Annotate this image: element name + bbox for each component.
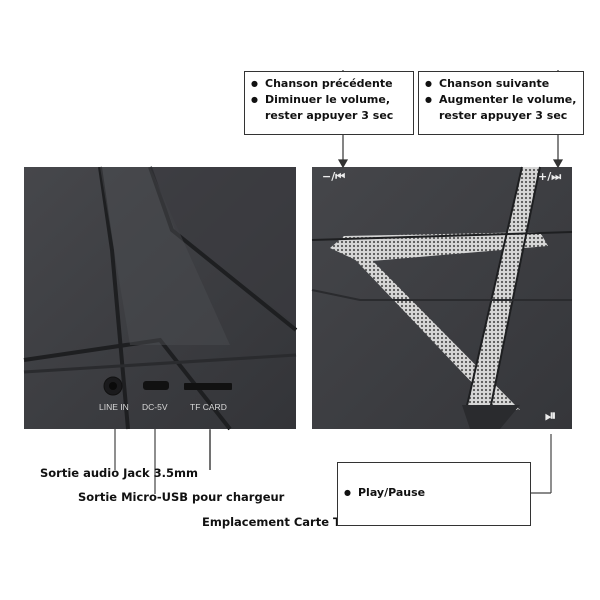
micro-usb-port <box>143 381 169 390</box>
tf-card-slot <box>184 383 232 390</box>
callout-next: Chanson suivante Augmenter le volume, re… <box>418 71 584 135</box>
callout-play-pause-item: Play/Pause <box>344 485 524 501</box>
callout-play-pause: Play/Pause <box>337 462 531 526</box>
jack-output-label: Sortie audio Jack 3.5mm <box>40 466 198 480</box>
play-pause-icon[interactable]: ⏯ <box>545 408 557 424</box>
bottom-connectors <box>114 429 211 494</box>
dc-label: DC-5V <box>142 402 168 412</box>
previous-track-icon[interactable]: −/⏮ <box>322 170 346 183</box>
speaker-front-view <box>311 166 573 429</box>
callout-previous: Chanson précédente Diminuer le volume, r… <box>244 71 414 135</box>
callout-previous-item-1: Chanson précédente <box>251 76 407 92</box>
ports-panel <box>103 376 232 396</box>
callout-previous-item-2: Diminuer le volume, rester appuyer 3 sec <box>251 92 407 124</box>
callout-next-item-2: Augmenter le volume, rester appuyer 3 se… <box>425 92 577 124</box>
callout-next-item-1: Chanson suivante <box>425 76 577 92</box>
usb-output-label: Sortie Micro-USB pour chargeur <box>78 490 285 504</box>
tf-label: TF CARD <box>190 402 227 412</box>
play-connector <box>530 434 552 494</box>
line-in-label: LINE IN <box>99 402 129 412</box>
next-track-icon[interactable]: +/⏭ <box>538 170 562 183</box>
tf-slot-label: Emplacement Carte TF <box>202 515 349 529</box>
